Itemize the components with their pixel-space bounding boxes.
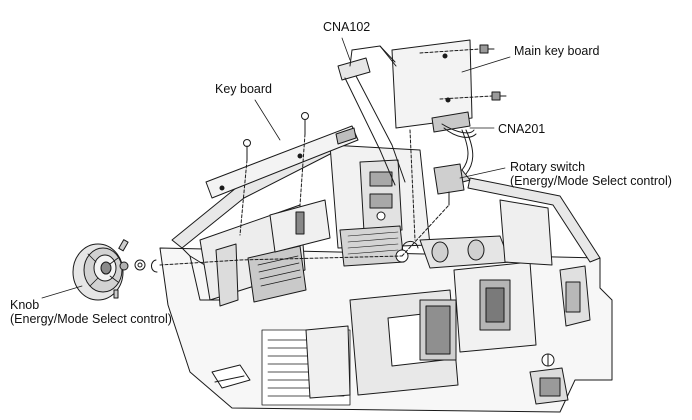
main-key-board-screws: [419, 44, 507, 101]
knob-assembly: [72, 239, 403, 301]
label-main-key-board: Main key board: [514, 44, 600, 58]
internal-chassis: [199, 144, 553, 399]
connector-block: [359, 159, 403, 233]
label-cna102: CNA102: [323, 20, 371, 34]
label-rotary-switch-sub: (Energy/Mode Select control): [510, 174, 672, 188]
rotary-switch: [395, 163, 465, 263]
power-inlet: [529, 353, 569, 405]
key-board-screws: [239, 112, 309, 236]
label-knob: Knob (Energy/Mode Select control): [10, 298, 172, 326]
label-rotary-switch: Rotary switch (Energy/Mode Select contro…: [510, 160, 672, 188]
label-knob-title: Knob: [10, 298, 40, 312]
label-rotary-switch-title: Rotary switch: [510, 160, 586, 174]
transformer: [349, 261, 537, 396]
label-cna201: CNA201: [498, 122, 546, 136]
label-leaders: [41, 37, 511, 299]
label-knob-sub: (Energy/Mode Select control): [10, 312, 172, 326]
cna102-cable: [337, 45, 406, 186]
key-board-pcb: [205, 112, 359, 236]
label-key-board: Key board: [215, 82, 272, 96]
